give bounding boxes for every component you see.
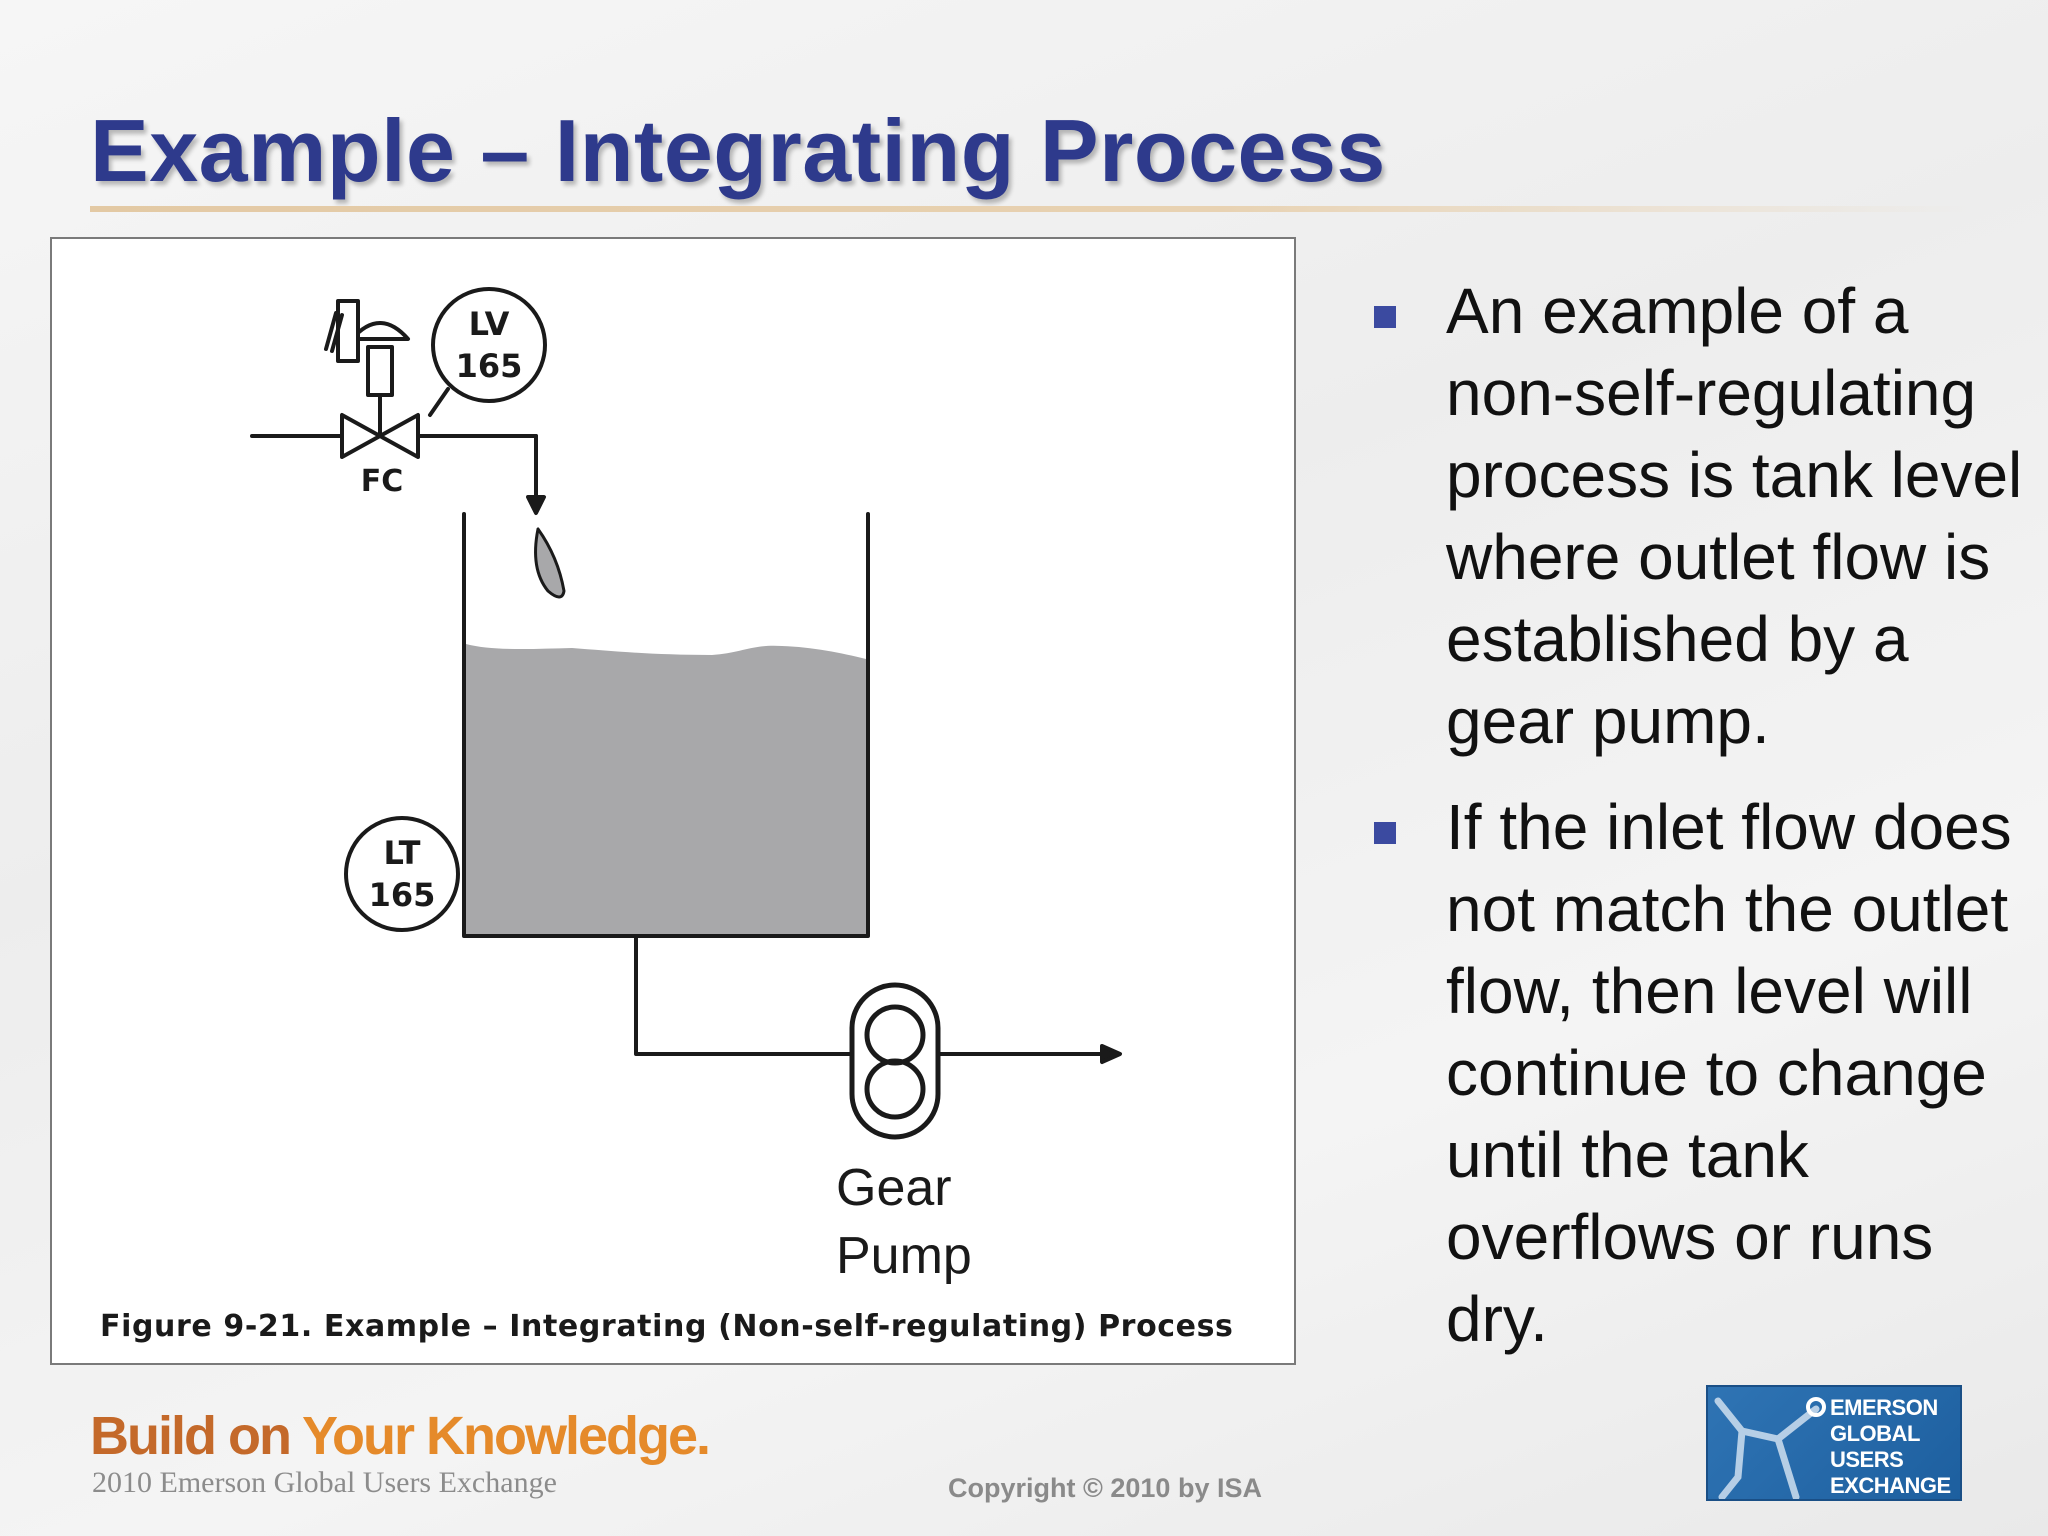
tagline-part1: Build on: [90, 1406, 302, 1466]
lv-instrument-bubble: [431, 287, 547, 403]
logo-bond-3: [1774, 1435, 1800, 1499]
slide-title: Example – Integrating Process: [90, 101, 1386, 200]
outlet-pipe: [634, 934, 852, 1056]
tank-liquid: [466, 644, 866, 934]
molecule-logo-icon: [1714, 1397, 1826, 1499]
lv-tag-letters: LV: [469, 305, 510, 343]
logo-wordmark: EMERSON GLOBAL USERS EXCHANGE: [1830, 1395, 1951, 1499]
valve-fail-action-label: FC: [361, 464, 404, 499]
lt-tag-number: 165: [369, 876, 436, 914]
process-diagram: LV 165 FC LT 165 Gear Pump: [250, 287, 1122, 1285]
lv-leader-line: [428, 387, 450, 417]
logo-bond-2: [1718, 1427, 1746, 1499]
logo-line1: EMERSON: [1830, 1395, 1938, 1420]
process-diagram-figure: LV 165 FC LT 165 Gear Pump Figure 9-21. …: [50, 237, 1296, 1365]
gear-pump-lower-gear: [864, 1058, 926, 1120]
logo-line2: GLOBAL: [1830, 1421, 1920, 1446]
bullet-item: If the inlet flow does not match the out…: [1370, 786, 2030, 1360]
pump-label-line1: Gear: [836, 1159, 952, 1217]
square-bullet-icon: [1374, 822, 1396, 844]
inlet-arrowhead: [526, 495, 546, 515]
logo-line3: USERS: [1830, 1447, 1904, 1472]
title-divider: [90, 206, 1970, 212]
bullet-text: If the inlet flow does not match the out…: [1446, 791, 2012, 1355]
discharge-arrowhead: [1100, 1044, 1122, 1064]
logo-atom: [1806, 1397, 1826, 1417]
tank-walls: [462, 512, 870, 938]
valve-diaphragm: [350, 321, 410, 341]
footer-event-name: 2010 Emerson Global Users Exchange: [92, 1466, 557, 1499]
bullet-list: An example of a non-self-regulating proc…: [1370, 270, 2030, 1384]
positioner-signal-hatch: [324, 311, 338, 351]
lv-tag-number: 165: [456, 347, 523, 385]
copyright-notice: Copyright © 2010 by ISA: [948, 1473, 1262, 1503]
figure-caption: Figure 9-21. Example – Integrating (Non-…: [100, 1309, 1234, 1344]
logo-line4: EXCHANGE: [1830, 1473, 1951, 1498]
falling-droplet: [534, 527, 566, 599]
lt-tag-letters: LT: [384, 834, 421, 872]
bullet-text: An example of a non-self-regulating proc…: [1446, 275, 2023, 757]
pump-label-line2: Pump: [836, 1227, 972, 1285]
bullet-item: An example of a non-self-regulating proc…: [1370, 270, 2030, 762]
tagline-part2: Your Knowledge.: [301, 1406, 711, 1466]
lt-instrument-bubble: [344, 816, 460, 932]
positioner-signal-hatch-2: [330, 313, 344, 353]
valve-actuator-body: [366, 345, 394, 397]
footer-tagline: Build on Your Knowledge.: [90, 1405, 711, 1467]
logo-bond-1: [1714, 1397, 1820, 1443]
emerson-users-exchange-logo: EMERSON GLOBAL USERS EXCHANGE: [1706, 1385, 1962, 1501]
square-bullet-icon: [1374, 306, 1396, 328]
valve-positioner: [336, 299, 360, 363]
